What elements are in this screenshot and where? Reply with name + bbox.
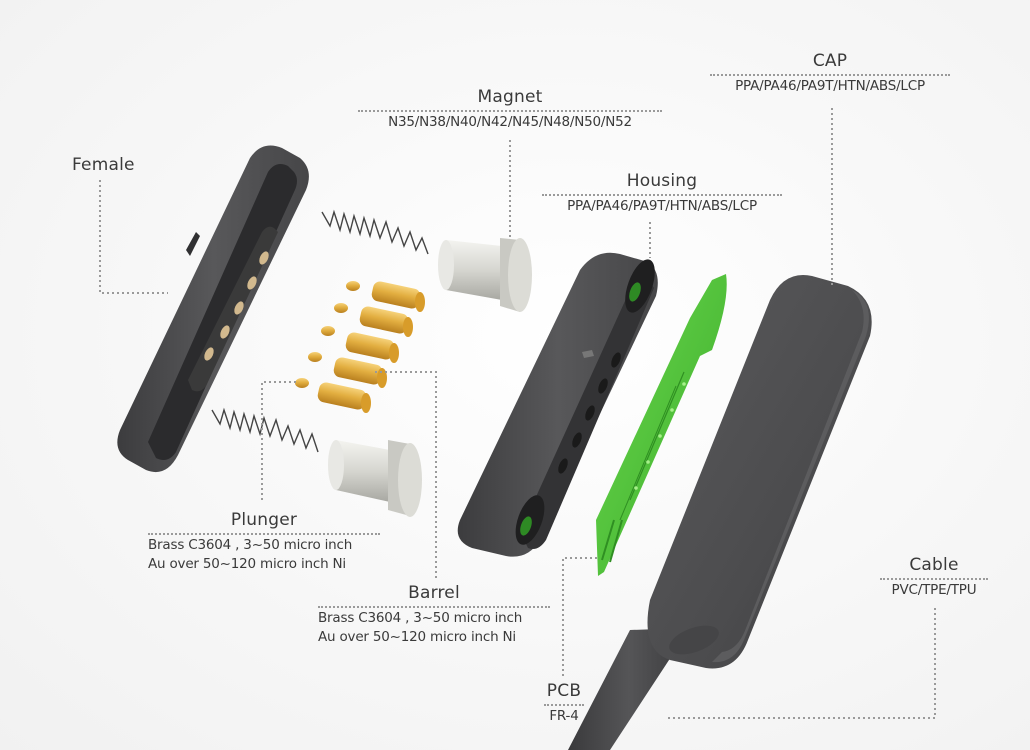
pcb-title: PCB	[546, 681, 582, 701]
label-pcb: PCB FR-4	[544, 680, 584, 726]
plunger-title: Plunger	[230, 510, 298, 530]
pcb-part	[596, 274, 727, 576]
housing-title: Housing	[626, 171, 698, 191]
magnet-top	[438, 238, 532, 312]
barrel-spec-line2: Au over 50~120 micro inch Ni	[318, 629, 516, 645]
cap-part	[647, 275, 872, 669]
label-barrel: Barrel Brass C3604 , 3~50 micro inch Au …	[318, 582, 550, 647]
leader-plunger	[261, 381, 298, 500]
cable-part	[568, 628, 690, 750]
plungers	[295, 281, 360, 388]
magnet-title: Magnet	[477, 87, 543, 107]
cap-rule	[710, 74, 950, 76]
cable-rule	[880, 578, 988, 580]
plunger-rule	[148, 533, 380, 535]
label-cable: Cable PVC/TPE/TPU	[880, 554, 988, 600]
cap-spec: PPA/PA46/PA9T/HTN/ABS/LCP	[735, 78, 925, 94]
leader-cable	[666, 608, 936, 719]
pcb-rule	[544, 704, 584, 706]
housing-part	[457, 252, 658, 557]
housing-spec: PPA/PA46/PA9T/HTN/ABS/LCP	[567, 198, 757, 214]
leader-lines	[99, 108, 936, 719]
label-cap: CAP PPA/PA46/PA9T/HTN/ABS/LCP	[710, 50, 950, 96]
female-part	[117, 145, 309, 473]
cable-spec: PVC/TPE/TPU	[891, 582, 977, 598]
magnet-bottom	[328, 440, 422, 517]
magnet-rule	[358, 110, 662, 112]
plunger-spec-line2: Au over 50~120 micro inch Ni	[148, 556, 346, 572]
barrel-title: Barrel	[408, 583, 460, 603]
label-housing: Housing PPA/PA46/PA9T/HTN/ABS/LCP	[542, 170, 782, 216]
pcb-spec: FR-4	[549, 708, 579, 724]
housing-rule	[542, 194, 782, 196]
label-magnet: Magnet N35/N38/N40/N42/N45/N48/N50/N52	[358, 86, 662, 132]
female-title: Female	[72, 155, 135, 175]
plunger-spec-line1: Brass C3604 , 3~50 micro inch	[148, 537, 353, 553]
barrels	[317, 281, 425, 413]
cable-title: Cable	[909, 555, 959, 575]
leader-barrel	[374, 371, 437, 578]
spring-top	[321, 209, 429, 255]
label-plunger: Plunger Brass C3604 , 3~50 micro inch Au…	[148, 509, 380, 574]
cap-title: CAP	[812, 51, 848, 71]
leader-female	[99, 180, 168, 294]
spring-bottom	[211, 407, 319, 453]
leader-pcb	[562, 557, 600, 676]
magnet-spec: N35/N38/N40/N42/N45/N48/N50/N52	[388, 114, 632, 130]
barrel-rule	[318, 606, 550, 608]
barrel-spec-line1: Brass C3604 , 3~50 micro inch	[318, 610, 523, 626]
label-female: Female	[72, 154, 135, 176]
